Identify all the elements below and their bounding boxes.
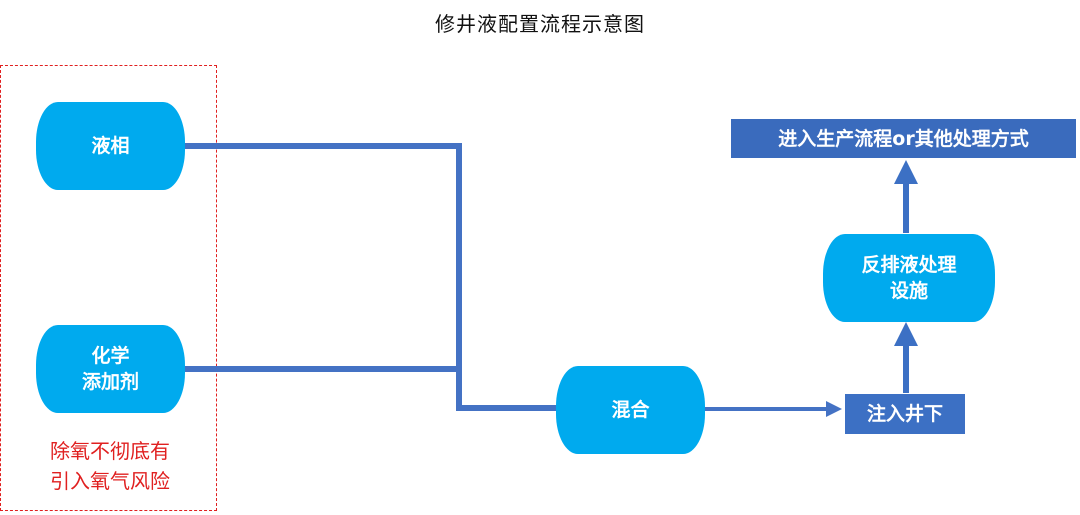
inject-downhole-label: 注入井下 <box>866 403 943 425</box>
inject-downhole-node: 注入井下 <box>845 394 965 434</box>
diagram-title: 修井液配置流程示意图 <box>435 12 645 36</box>
chemical-additive-node: 化学 添加剂 <box>36 325 185 413</box>
next-step-label: 进入生产流程or其他处理方式 <box>778 127 1029 150</box>
liquid-phase-node: 液相 <box>36 102 185 190</box>
next-step-node: 进入生产流程or其他处理方式 <box>731 119 1076 158</box>
mixing-node: 混合 <box>556 366 705 454</box>
liquid-connector <box>184 143 462 408</box>
warning-text: 除氧不彻底有 引入氧气风险 <box>50 439 170 493</box>
flowback-facility-node: 反排液处理 设施 <box>823 234 995 322</box>
flowback-facility-label: 反排液处理 设施 <box>861 254 957 302</box>
warning-dashed-frame <box>0 65 217 511</box>
mixing-label: 混合 <box>611 399 650 421</box>
liquid-phase-label: 液相 <box>91 135 130 157</box>
chemical-additive-label: 化学 添加剂 <box>81 345 139 393</box>
